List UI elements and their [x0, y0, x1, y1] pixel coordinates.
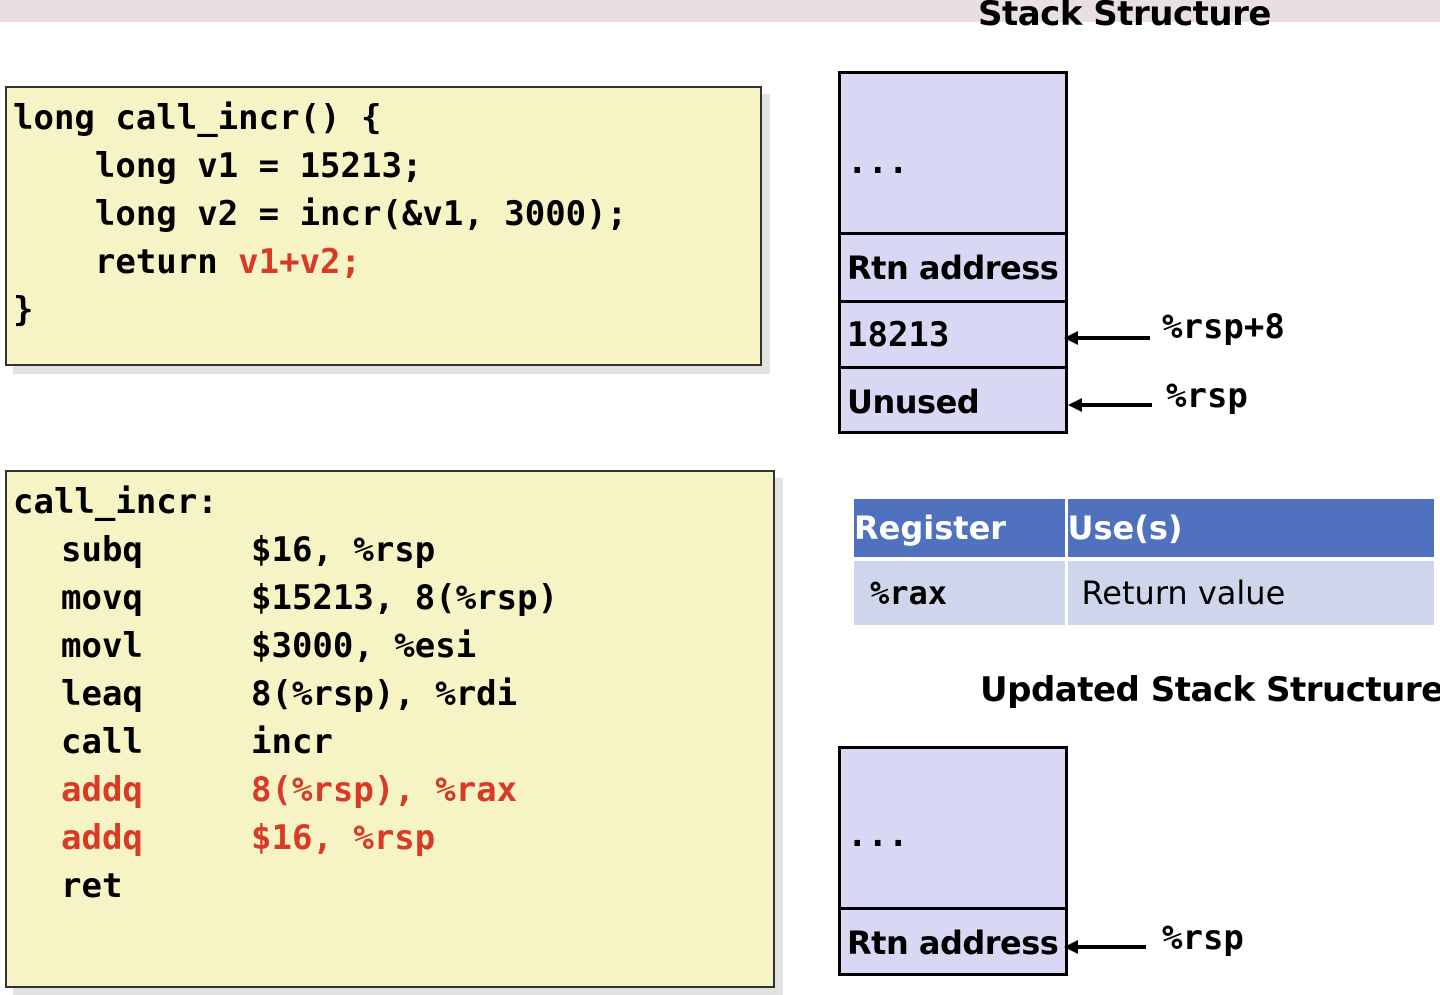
asm-opcode: addq [61, 818, 143, 858]
asm-code-box: call_incr: subq $16, %rsp movq $15213, 8(%r… [5, 470, 775, 988]
c-code-line: long v2 = incr(&v1, 3000); [13, 194, 628, 234]
register-use: Return value [1066, 557, 1434, 625]
register-table-header: Register Use(s) [854, 499, 1434, 559]
pointer-label-updated-rsp: %rsp [1162, 918, 1244, 958]
stack-cell-label: Rtn address [847, 249, 1059, 287]
c-code-box: long call_incr() { long v1 = 15213; long… [5, 86, 762, 366]
asm-operands: 8(%rsp), %rdi [251, 674, 518, 714]
stack-cell-ellipsis: ... [841, 74, 1065, 232]
pointer-arrow-updated-rsp [1064, 940, 1146, 954]
asm-operands: $15213, 8(%rsp) [251, 578, 559, 618]
pointer-label-rsp: %rsp [1166, 376, 1248, 416]
stack-structure-heading: Stack Structure [978, 0, 1271, 34]
c-code-line: return v1+v2; [13, 245, 361, 279]
stack-cell-unused: Unused [841, 366, 1065, 434]
stack-cell-rtn-address: Rtn address [841, 232, 1065, 300]
stack-cell-ellipsis: ... [841, 749, 1065, 907]
register-table: Register Use(s) %rax Return value [854, 499, 1434, 625]
pointer-arrow-rsp [1068, 398, 1152, 412]
asm-operands: $16, %rsp [251, 530, 436, 570]
header-register: Register [854, 499, 1068, 559]
asm-opcode: ret [61, 866, 123, 906]
pointer-label-rsp-plus-8: %rsp+8 [1162, 307, 1285, 347]
asm-opcode: addq [61, 770, 143, 810]
stack-cell-label: Rtn address [847, 924, 1059, 962]
header-uses: Use(s) [1067, 509, 1183, 547]
stack-cell-label: ... [847, 142, 909, 182]
stack-cell-label: ... [847, 815, 909, 855]
c-code-text: return [13, 242, 239, 282]
asm-operands: 8(%rsp), %rax [251, 770, 518, 810]
register-name: %rax [854, 557, 1068, 625]
c-code-line: } [13, 290, 34, 330]
asm-label: call_incr: [13, 482, 218, 522]
asm-operands: $3000, %esi [251, 626, 477, 666]
stack-cell-label: Unused [847, 383, 980, 421]
c-code-highlight: v1+v2; [238, 242, 361, 282]
asm-opcode: movq [61, 578, 143, 618]
updated-stack-diagram: ... Rtn address [838, 746, 1068, 976]
asm-opcode: leaq [61, 674, 143, 714]
asm-opcode: movl [61, 626, 143, 666]
c-code-line: long call_incr() { [13, 98, 382, 138]
asm-opcode: call [61, 722, 143, 762]
stack-cell-label: 18213 [847, 315, 950, 355]
asm-operands: $16, %rsp [251, 818, 436, 858]
top-banner [0, 0, 1440, 22]
c-code-line: long v1 = 15213; [13, 146, 423, 186]
asm-opcode: subq [61, 530, 143, 570]
updated-stack-structure-heading: Updated Stack Structure [980, 670, 1440, 710]
stack-diagram: ... Rtn address 18213 Unused [838, 71, 1068, 434]
table-row: %rax Return value [854, 557, 1434, 625]
pointer-arrow-rsp-plus-8 [1064, 331, 1150, 345]
asm-operands: incr [251, 722, 333, 762]
stack-cell-rtn-address: Rtn address [841, 907, 1065, 976]
stack-cell-value: 18213 [841, 300, 1065, 368]
